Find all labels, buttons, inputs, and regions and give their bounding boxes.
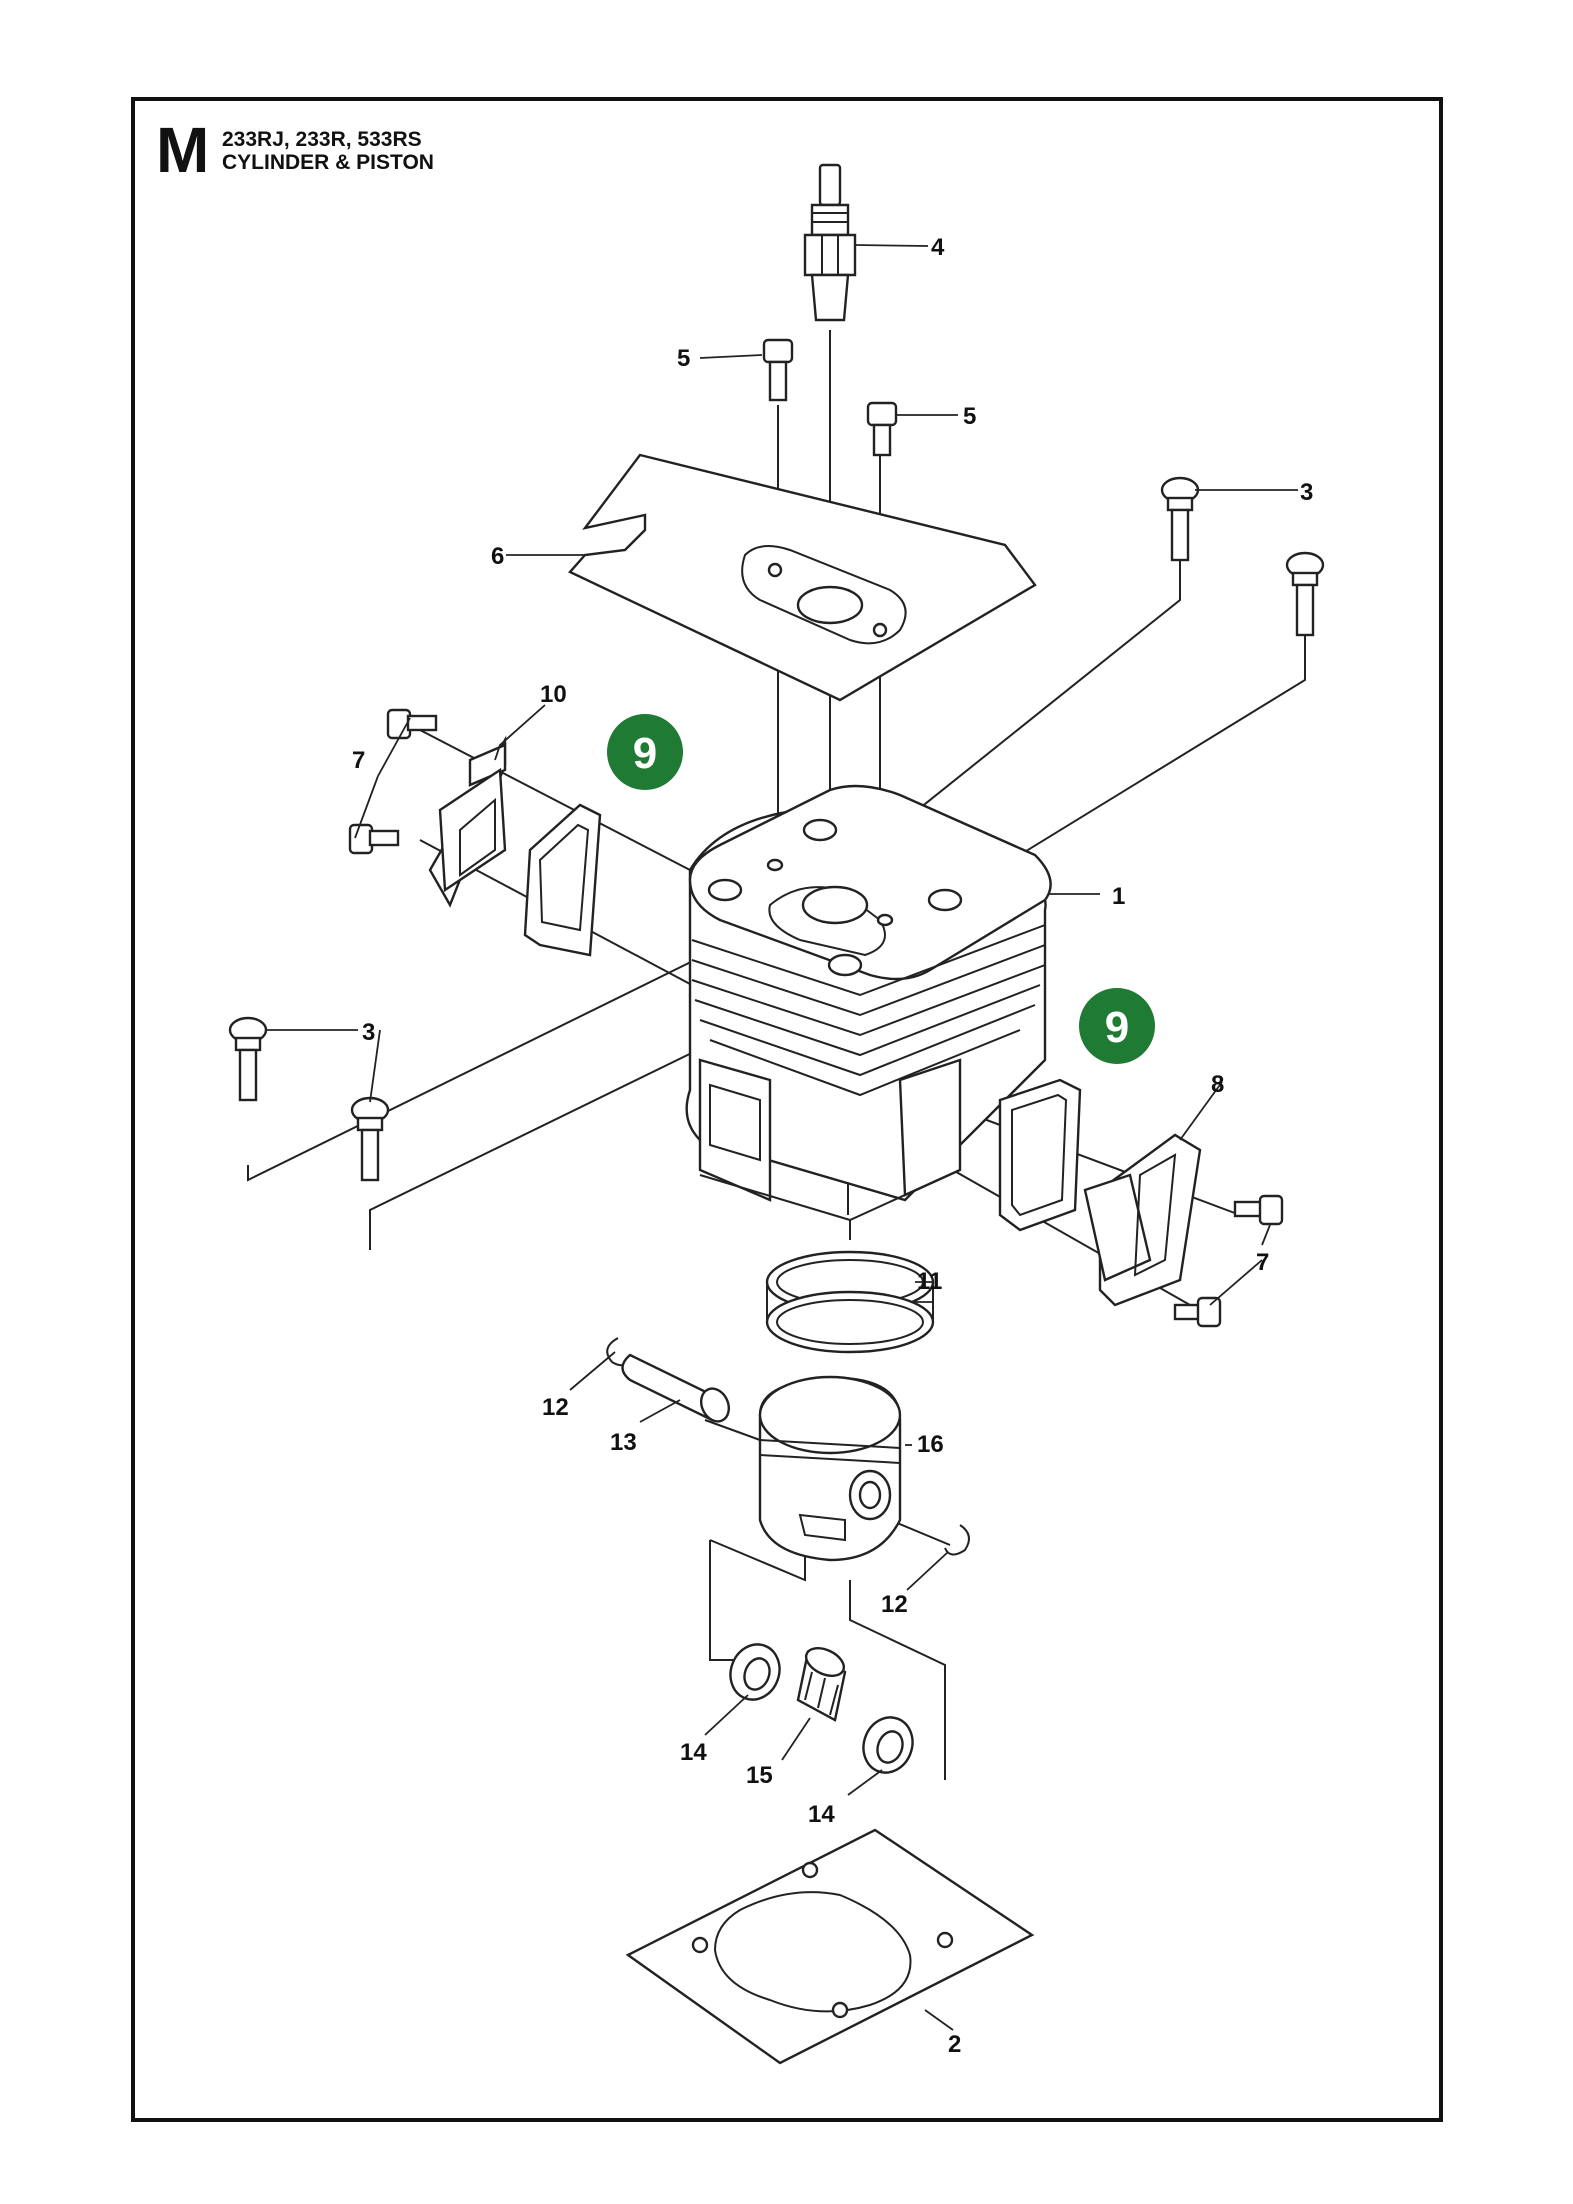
washer-14a: [729, 1643, 781, 1701]
callout-16: 16: [917, 1431, 944, 1458]
screw-7b: [348, 823, 400, 855]
screw-3a: [1160, 476, 1200, 562]
badge-9-left: 9: [607, 714, 683, 790]
piston-pin: [621, 1353, 730, 1423]
callout-labels: 4 5 5 3 6 10 7 1 3 8 7 11 12 13 16 12 14…: [352, 234, 1313, 2058]
washer-14b: [862, 1716, 914, 1774]
heat-shield-plate: [568, 453, 1037, 702]
callout-5a: 5: [677, 345, 690, 372]
flange-left: [428, 735, 507, 908]
needle-bearing-15: [796, 1647, 847, 1722]
leader-lines: [265, 244, 1298, 2031]
callout-6: 6: [491, 543, 504, 570]
callout-12a: 12: [542, 1394, 569, 1421]
badge-9-right-text: 9: [1105, 1003, 1129, 1052]
page-title: CYLINDER & PISTON: [222, 151, 434, 174]
badge-9-right: 9: [1079, 988, 1155, 1064]
gasket-right: [998, 1078, 1082, 1232]
screw-3d: [350, 1096, 390, 1182]
callout-10: 10: [540, 681, 567, 708]
circlip-right: [944, 1524, 970, 1556]
callout-7b: 7: [1256, 1249, 1269, 1276]
callout-3a: 3: [1300, 479, 1313, 506]
badge-9-left-text: 9: [633, 729, 657, 778]
callout-14a: 14: [680, 1739, 707, 1766]
callout-2: 2: [948, 2031, 961, 2058]
screw-7d: [1173, 1296, 1222, 1328]
callout-14b: 14: [808, 1801, 835, 1828]
callout-13: 13: [610, 1429, 637, 1456]
callout-15: 15: [746, 1762, 773, 1789]
screw-3c: [228, 1016, 268, 1102]
callout-8: 8: [1211, 1071, 1224, 1098]
cylinder: [685, 784, 1052, 1240]
callout-11: 11: [917, 1268, 942, 1295]
screw-3b: [1285, 551, 1325, 637]
screw-5b: [866, 401, 898, 457]
screw-7a: [386, 708, 438, 740]
flange-right: [1083, 1133, 1202, 1307]
piston-rings: [765, 1250, 935, 1354]
callout-12b: 12: [881, 1591, 908, 1618]
section-letter: M: [156, 114, 210, 186]
callout-1: 1: [1112, 883, 1125, 910]
piston: [758, 1375, 902, 1562]
model-list: 233RJ, 233R, 533RS: [222, 128, 422, 151]
callout-5b: 5: [963, 403, 976, 430]
callout-3b: 3: [362, 1019, 375, 1046]
base-gasket: [625, 1828, 1035, 2065]
gasket-left: [523, 803, 602, 957]
spark-plug: [803, 163, 857, 322]
drawing-frame: [131, 97, 1443, 2122]
callout-7a: 7: [352, 747, 365, 774]
screw-7c: [1233, 1194, 1284, 1226]
screw-5a: [762, 338, 794, 402]
callout-4: 4: [931, 234, 945, 261]
